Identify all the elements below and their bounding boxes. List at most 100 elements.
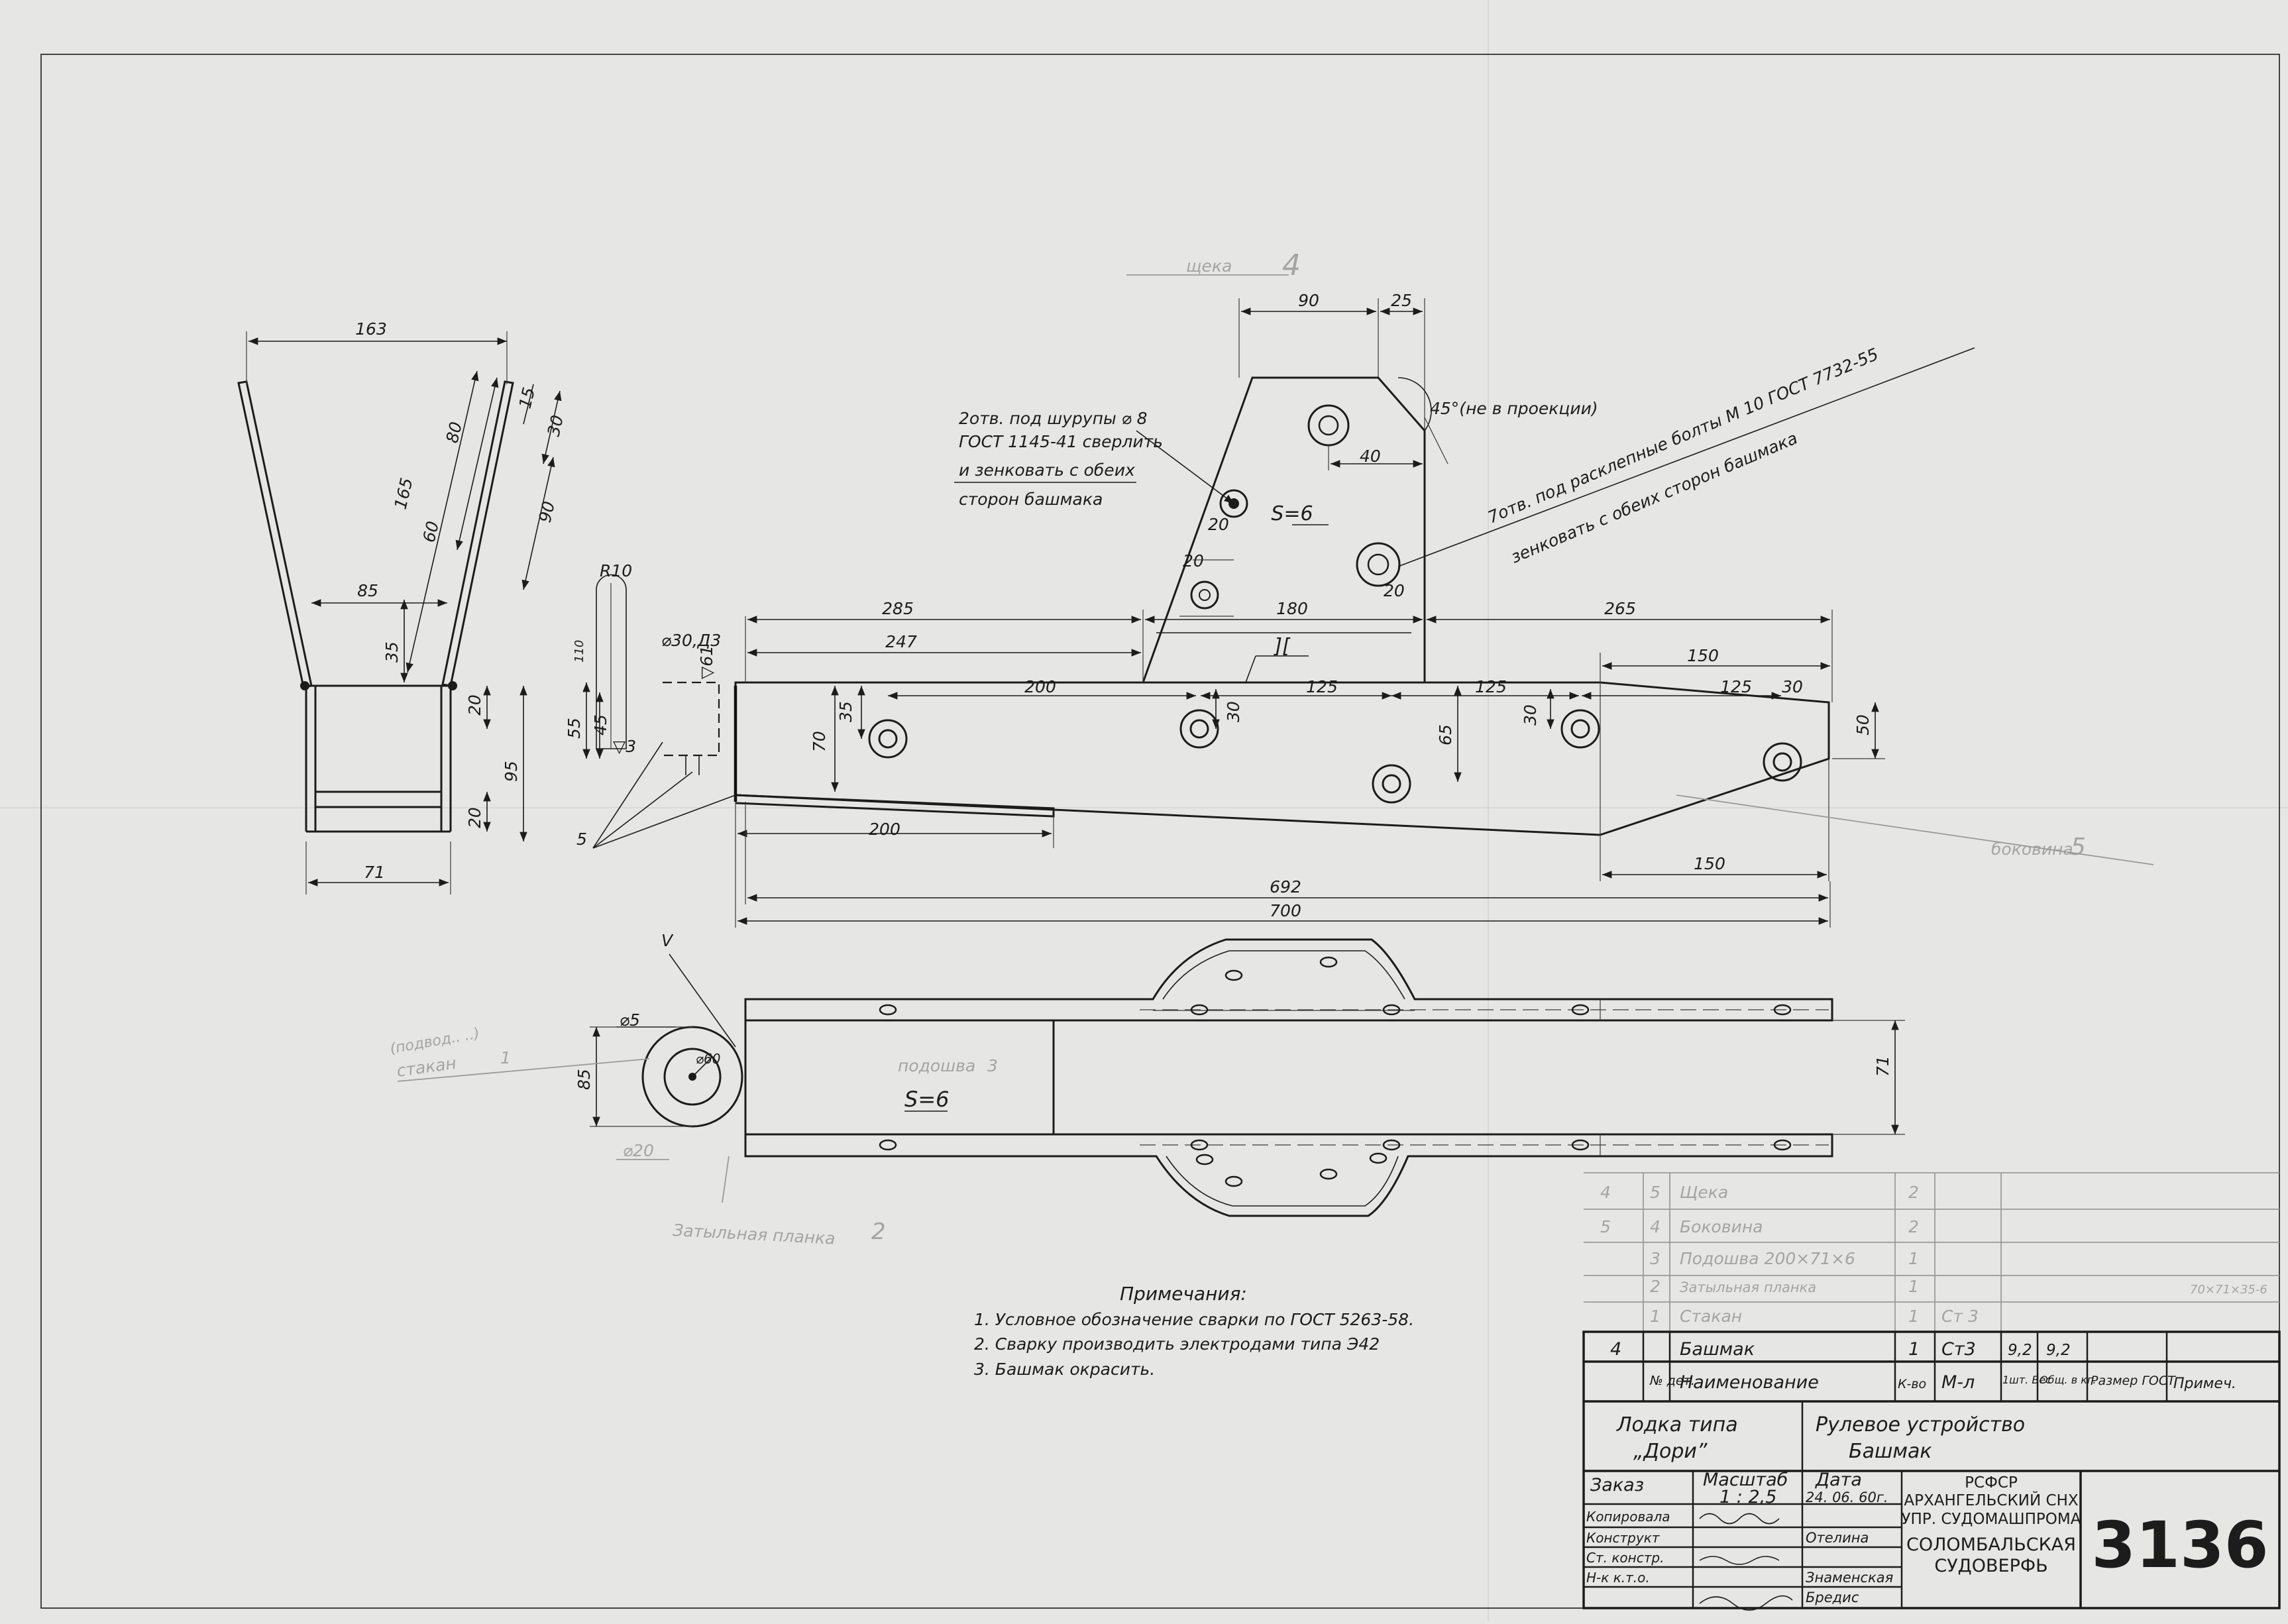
role-1: Копировала <box>1586 1509 1670 1525</box>
signature-1 <box>1699 1513 1780 1525</box>
dim-125c: 125 <box>1720 677 1752 696</box>
pencil-pos-2: 5 <box>1600 1217 1611 1236</box>
pencil-name-5: Стакан <box>1680 1307 1742 1326</box>
dim-165: 165 <box>391 476 417 511</box>
signature-2 <box>1699 1556 1780 1565</box>
pencil-no-3: 3 <box>1650 1249 1661 1268</box>
hdr-no: № дет. <box>1649 1374 1695 1388</box>
dim-20b: 20 <box>465 807 484 828</box>
pencil-cup-3: 1 <box>500 1048 511 1067</box>
org-2: АРХАНГЕЛЬСКИЙ СНХ <box>1904 1491 2078 1509</box>
notes-title: Примечания: <box>1120 1283 1247 1305</box>
dim-150a: 150 <box>1687 646 1719 665</box>
dim-phi20: ⌀20 <box>623 1141 654 1160</box>
dim-35: 35 <box>382 641 402 663</box>
name-2: Знаменская <box>1806 1570 1893 1586</box>
hole-note-line-4: сторон башмака <box>959 490 1103 509</box>
role-2: Конструкт <box>1586 1530 1661 1546</box>
pencil-label-cheek: щека <box>1186 256 1232 276</box>
pencil-pos-1: 4 <box>1600 1183 1611 1202</box>
hdr-qty: К-во <box>1898 1377 1926 1391</box>
org-4: СОЛОМБАЛЬСКАЯ <box>1906 1535 2076 1555</box>
cheek-plate: щека 4 S=6 ][ 90 25 45°(не в проекции) <box>954 248 1975 684</box>
org-3: УПР. СУДОМАШПРОМА <box>1902 1511 2081 1528</box>
dim-200b: 200 <box>869 820 900 839</box>
dim-25: 25 <box>1391 291 1412 310</box>
scale-value: 1 : 2,5 <box>1719 1487 1776 1507</box>
date-value: 24. 06. 60г. <box>1806 1489 1888 1505</box>
hole-note-line-2: ГОСТ 1145-41 сверлить <box>959 432 1163 451</box>
notes-block: Примечания: 1. Условное обозначение свар… <box>974 1283 1414 1379</box>
dim-phi60: ⌀60 <box>696 1051 721 1067</box>
hdr-size: Размер ГОСТ <box>2091 1374 2176 1388</box>
hdr-name: Наименование <box>1680 1372 1819 1393</box>
dim-85: 85 <box>357 581 378 600</box>
dim-40: 40 <box>1360 447 1381 466</box>
assembly-name: Рулевое устройство <box>1816 1413 2025 1436</box>
hdr-w2: Общ. в кг. <box>2040 1374 2096 1386</box>
dim-30c: 30 <box>1782 677 1803 696</box>
role-3: Ст. констр. <box>1586 1550 1664 1566</box>
bom-qty: 1 <box>1908 1339 1920 1360</box>
dim-65: 65 <box>1436 724 1455 745</box>
org-1: РСФСР <box>1965 1474 2018 1491</box>
scale-label: Масштаб <box>1703 1470 1788 1490</box>
pencil-qty-5: 1 <box>1908 1307 1919 1326</box>
hdr-note: Примеч. <box>2173 1376 2236 1392</box>
dim-110: 110 <box>572 640 586 663</box>
bom-w1: 9,2 <box>2008 1342 2032 1359</box>
hdr-w1: 1шт. Вес <box>2002 1374 2051 1386</box>
dim-20a: 20 <box>465 694 484 716</box>
cheek-thickness: S=6 <box>1271 502 1313 525</box>
pencil-no-4: 2 <box>1650 1277 1661 1296</box>
front-view: 285 247 265 150 200 125 125 125 30 30 30… <box>565 561 2154 928</box>
pencil-no-2: 4 <box>1650 1217 1661 1236</box>
dim-20c: 20 <box>1384 581 1405 600</box>
dim-45: 45 <box>591 714 610 735</box>
dim-30a: 30 <box>1224 701 1243 722</box>
fold-line-vertical <box>1488 0 1489 1621</box>
plan-view: S=6 подошва 3 ⌀60 ⌀5 V 85 ⌀20 71 (подвод… <box>389 931 1905 1248</box>
dim-700: 700 <box>1270 901 1301 920</box>
dim-55: 55 <box>565 718 584 739</box>
bom-no: 4 <box>1610 1339 1621 1360</box>
pencil-no-5: 1 <box>1650 1307 1661 1326</box>
pencil-cup-1: (подвод.. ..) <box>389 1026 481 1057</box>
role-4: Н-к к.т.о. <box>1586 1570 1650 1586</box>
dim-3: ▽3 <box>613 737 636 756</box>
dim-265: 265 <box>1604 599 1636 618</box>
part-name: Башмак <box>1849 1440 1932 1463</box>
dim-150b: 150 <box>1694 854 1725 873</box>
dim-180: 180 <box>1276 599 1308 618</box>
boat-name: „Дори” <box>1633 1440 1708 1463</box>
dim-125b: 125 <box>1475 677 1507 696</box>
v-mark: V <box>661 931 674 950</box>
note-1: 1. Условное обозначение сварки по ГОСТ 5… <box>974 1310 1414 1329</box>
dim-71: 71 <box>364 863 385 882</box>
name-1: Отелина <box>1806 1530 1869 1546</box>
pencil-strip-number: 2 <box>871 1218 886 1245</box>
plan-thickness: S=6 <box>904 1087 949 1112</box>
pencil-number-side: 5 <box>2071 834 2086 861</box>
dim-phi30: ⌀30,Д3 <box>661 631 721 650</box>
bom-w2: 9,2 <box>2046 1342 2071 1359</box>
fold-line-horizontal <box>0 807 2288 808</box>
pencil-number-cheek: 4 <box>1282 248 1301 282</box>
dim-30: 30 <box>544 413 567 439</box>
name-3: Бредис <box>1806 1590 1859 1605</box>
bolt-note-line-1: 7отв. под расклепные болты М 10 ГОСТ 773… <box>1485 345 1881 527</box>
drawing-frame <box>40 54 2280 1609</box>
dim-60: 60 <box>419 519 443 545</box>
pencil-qty-4: 1 <box>1908 1277 1919 1296</box>
bom-mat: Ст3 <box>1941 1339 1976 1360</box>
pencil-qty-1: 2 <box>1908 1183 1919 1202</box>
dim-35: 35 <box>836 701 855 722</box>
boat-type: Лодка типа <box>1616 1413 1738 1436</box>
pencil-mat-5: Ст 3 <box>1941 1307 1979 1326</box>
pencil-label-sole: подошва <box>898 1056 975 1075</box>
pencil-qty-3: 1 <box>1908 1249 1919 1268</box>
dim-85: 85 <box>574 1069 594 1090</box>
hole-note-line-3: и зенковать с обеих <box>959 460 1135 480</box>
